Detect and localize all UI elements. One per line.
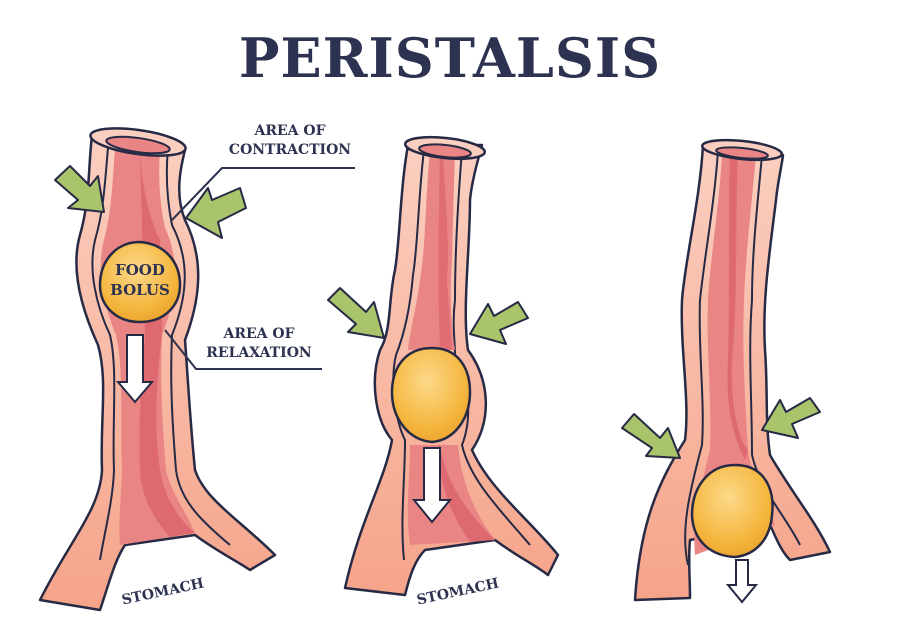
- esophagus-stage-1: [38, 127, 355, 612]
- green-arrow-icon: [185, 187, 247, 239]
- label-line: FOOD: [115, 261, 165, 279]
- esophagus-stage-2: [327, 135, 560, 597]
- green-arrow-icon: [54, 165, 105, 213]
- green-arrow-icon: [469, 301, 529, 345]
- green-arrow-icon: [621, 413, 681, 459]
- down-arrow-icon: [115, 334, 155, 404]
- green-arrow-icon: [761, 397, 821, 439]
- label-area-of-contraction: AREA OF CONTRACTION: [222, 122, 358, 160]
- esophagus-stage-3: [621, 138, 832, 604]
- green-arrow-icon: [327, 287, 385, 339]
- label-line: BOLUS: [110, 281, 170, 299]
- label-line: CONTRACTION: [228, 142, 352, 158]
- label-line: RELAXATION: [206, 345, 312, 361]
- label-line: AREA OF: [223, 326, 295, 342]
- down-arrow-icon: [725, 559, 759, 604]
- food-bolus-3: [690, 463, 774, 559]
- relaxation-callout-line: [164, 329, 322, 370]
- diagram-title: PERISTALSIS: [238, 26, 662, 90]
- label-food-bolus: FOOD BOLUS: [105, 260, 175, 300]
- label-line: AREA OF: [254, 123, 326, 139]
- contraction-callout-line: [171, 167, 355, 221]
- label-area-of-relaxation: AREA OF RELAXATION: [194, 325, 324, 363]
- food-bolus-2: [390, 346, 472, 444]
- food-bolus-1: [98, 240, 182, 324]
- down-arrow-icon: [411, 447, 453, 524]
